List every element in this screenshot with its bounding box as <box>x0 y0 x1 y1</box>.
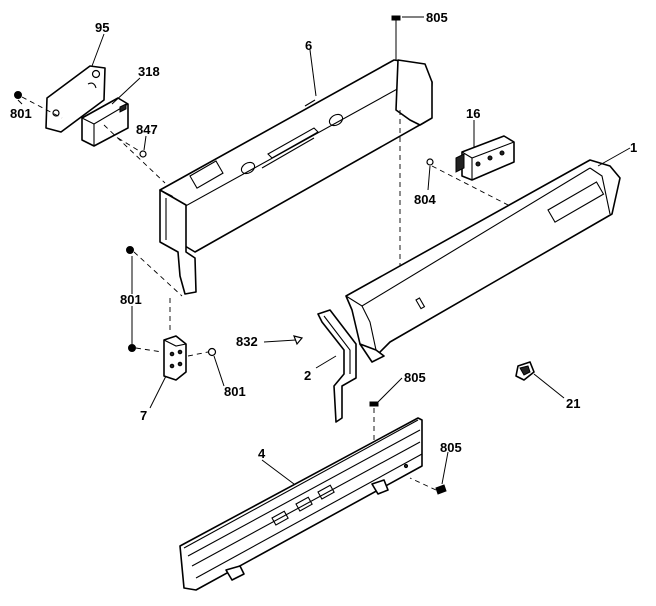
screw-804 <box>426 158 511 207</box>
part-16-switch <box>455 135 515 181</box>
part-4-lower-panel <box>179 417 423 591</box>
callout-847: 847 <box>136 122 158 137</box>
callout-1: 1 <box>630 140 637 155</box>
screw-801-mid <box>126 246 183 334</box>
callout-16: 16 <box>466 106 480 121</box>
part-21-clip <box>515 361 535 381</box>
part-318-switch <box>81 97 129 147</box>
part-95-bracket <box>45 65 106 133</box>
callout-832: 832 <box>236 334 258 349</box>
callout-2: 2 <box>304 368 311 383</box>
part-1-control-panel <box>345 159 621 363</box>
callout-805-mid: 805 <box>404 370 426 385</box>
callout-6: 6 <box>305 38 312 53</box>
part-7-bracket <box>163 335 187 381</box>
screw-805-bottom <box>409 477 447 495</box>
callout-4: 4 <box>258 446 266 461</box>
screw-801-right <box>187 347 217 357</box>
callout-805-bottom: 805 <box>440 440 462 455</box>
callout-801-top: 801 <box>10 106 32 121</box>
callout-leaders <box>17 16 631 485</box>
callout-318: 318 <box>138 64 160 79</box>
screw-847 <box>117 137 147 158</box>
part-6-backguard <box>159 59 433 295</box>
callout-21: 21 <box>566 396 580 411</box>
callout-7: 7 <box>140 408 147 423</box>
callout-805-top: 805 <box>426 10 448 25</box>
screw-801-top <box>14 91 63 119</box>
callout-801-mid: 801 <box>120 292 142 307</box>
callout-804: 804 <box>414 192 436 207</box>
part-2-trim <box>317 309 357 423</box>
callout-801-right: 801 <box>224 384 246 399</box>
screw-801-low <box>128 344 163 353</box>
screw-805-top <box>391 15 401 60</box>
callout-95: 95 <box>95 20 109 35</box>
